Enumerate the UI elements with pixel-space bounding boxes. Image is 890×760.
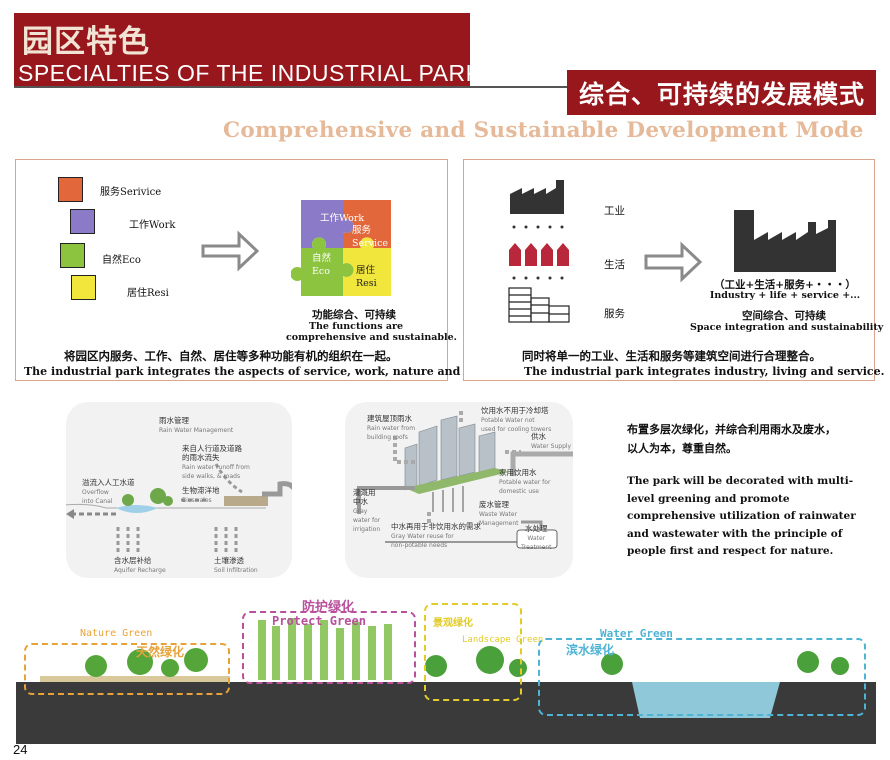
nature-green-cn: 天然绿化 — [136, 645, 185, 659]
protect-green-en: Protect Green — [272, 614, 366, 628]
buildings-icon — [508, 287, 570, 323]
work-label: 工作Work — [129, 220, 176, 231]
puzzle-eco: 自然Eco — [312, 253, 332, 277]
resi-label: 居住Resi — [127, 288, 169, 299]
industry-label: 工业 — [604, 205, 625, 217]
resi-swatch — [71, 275, 96, 300]
service-label-right: 服务 — [604, 308, 625, 320]
water-green-cn: 滨水绿化 — [566, 643, 615, 657]
function-caption-en: The industrial park integrates the aspec… — [24, 365, 528, 378]
eco-swatch — [60, 243, 85, 268]
work-swatch — [70, 209, 95, 234]
puzzle-service: 服务Service — [352, 225, 389, 249]
section-banner: 综合、可持续的发展模式 — [567, 70, 876, 115]
service-label: 服务Serivice — [100, 187, 162, 198]
description-en: The park will be decorated with multi-le… — [627, 475, 856, 557]
integration-caption-cn: 同时将单一的工业、生活和服务等建筑空间进行合理整合。 — [522, 349, 821, 363]
arrow-right-icon-2 — [644, 241, 703, 283]
puzzle-caption-cn: 功能综合、可持续 — [312, 309, 396, 321]
puzzle-caption-en-2: comprehensive and sustainable. — [286, 332, 457, 343]
description-cn: 布置多层次绿化，并综合利用雨水及废水，以人为本，尊重自然。 — [627, 423, 836, 455]
factory-icon — [510, 180, 564, 214]
eco-label: 自然Eco — [102, 255, 141, 266]
page-title-cn: 园区特色 — [22, 24, 150, 60]
water-green-en: Water Green — [600, 627, 673, 640]
nature-green-zone — [24, 643, 230, 695]
rainwater-illustration — [66, 463, 292, 552]
nature-green-en: Nature Green — [80, 628, 153, 639]
page-number: 24 — [13, 742, 28, 757]
puzzle-work: 工作Work — [320, 213, 365, 224]
formula-cn: （工业+生活+服务+・・・） — [714, 279, 856, 291]
puzzle-resi: 居住Resi — [356, 265, 377, 289]
function-caption-cn: 将园区内服务、工作、自然、居住等多种功能有机的组织在一起。 — [64, 349, 398, 363]
banner-title: 综合、可持续的发展模式 — [579, 80, 866, 109]
landscape-green-en: Landscape Green — [462, 635, 544, 645]
protect-green-zone — [242, 611, 416, 684]
banner-rule — [472, 86, 567, 88]
houses-icon — [509, 243, 569, 266]
arrow-right-icon — [201, 230, 260, 272]
integration-panel: 工业 生活 服务 （工业+生活+服务+・・・） Industry + life … — [463, 159, 884, 381]
landscape-green-cn: 景观绿化 — [433, 618, 473, 629]
water-green-zone — [538, 638, 866, 716]
space-cn: 空间综合、可持续 — [742, 310, 826, 322]
dots-icon-2 — [512, 276, 564, 280]
integration-caption-en: The industrial park integrates industry,… — [524, 365, 885, 378]
green-section: Nature Green 天然绿化 防护绿化 Protect Green 景观绿… — [0, 590, 890, 745]
section-illustration — [16, 618, 876, 744]
protect-green-cn: 防护绿化 — [302, 600, 355, 615]
page-title-en: SPECIALTIES OF THE INDUSTRIAL PARK — [18, 60, 482, 86]
puzzle-caption-en-1: The functions are — [308, 321, 404, 332]
section-subtitle: Comprehensive and Sustainable Developmen… — [223, 118, 864, 143]
function-panel: 服务Serivice 工作Work 自然Eco 居住Resi 工作Work 服务… — [15, 159, 528, 381]
title-block: 园区特色 SPECIALTIES OF THE INDUSTRIAL PARK — [14, 13, 481, 87]
water-cycle-illustration — [357, 408, 573, 549]
space-en: Space integration and sustainability — [690, 322, 884, 333]
dots-icon — [512, 225, 564, 229]
living-label: 生活 — [604, 259, 625, 271]
title-rule — [14, 86, 472, 88]
service-swatch — [58, 177, 83, 202]
formula-en: Industry + life + service +... — [709, 290, 861, 301]
puzzle-icon — [291, 200, 391, 296]
landscape-green-zone — [424, 603, 522, 701]
integrated-factory-icon — [734, 210, 836, 272]
